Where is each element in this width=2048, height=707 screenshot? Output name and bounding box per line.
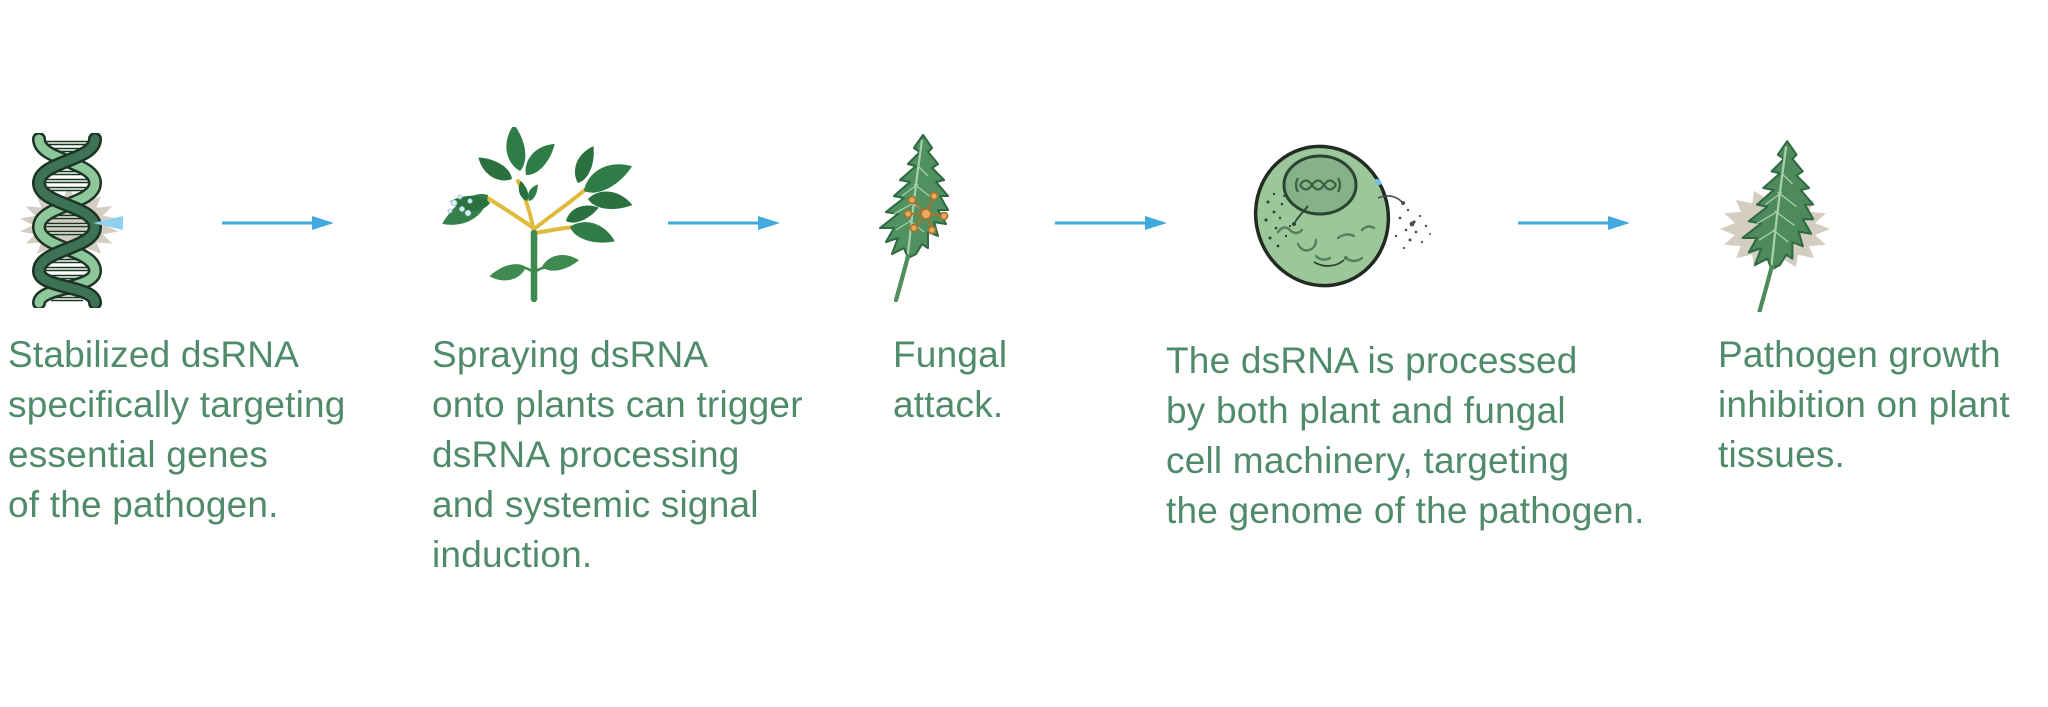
stage-caption-5: Pathogen growth inhibition on plant tiss… [1718, 334, 2010, 475]
dna-strand-dark [31, 133, 103, 308]
cell-nucleus [1282, 154, 1358, 216]
blue-pointer-icon [93, 216, 123, 230]
flow-arrow-3 [1055, 216, 1167, 230]
stage-caption-1: Stabilized dsRNA specifically targeting … [8, 334, 346, 525]
dna-strand-light [31, 133, 103, 308]
cell-rnai-processing-icon [1253, 144, 1431, 288]
export-arrow [1377, 195, 1403, 203]
dna-helix-icon [19, 133, 123, 308]
stage-caption-3: Fungal attack. [893, 334, 1008, 425]
exported-sirna-dots [1394, 201, 1431, 250]
fungal-spores-icon [903, 191, 949, 235]
cell-inner-dots [1264, 192, 1292, 248]
flow-arrow-2 [668, 216, 780, 230]
protected-leaf-icon [1720, 132, 1829, 312]
stage-caption-2: Spraying dsRNA onto plants can trigger d… [432, 334, 803, 575]
flow-arrow-4 [1518, 216, 1630, 230]
processing-arrows [1294, 205, 1345, 267]
fungal-attack-leaf-icon [878, 133, 950, 302]
blue-speck-icon [1374, 179, 1382, 185]
stage-caption-4: The dsRNA is processed by both plant and… [1166, 340, 1645, 531]
nucleus-dna-icon [1294, 177, 1342, 193]
sprayed-plant-icon [436, 127, 635, 302]
spray-droplets-icon [447, 194, 473, 217]
flow-arrow-1 [222, 216, 334, 230]
plant-stem-main [489, 229, 580, 302]
sirna-fragments [1276, 225, 1376, 263]
